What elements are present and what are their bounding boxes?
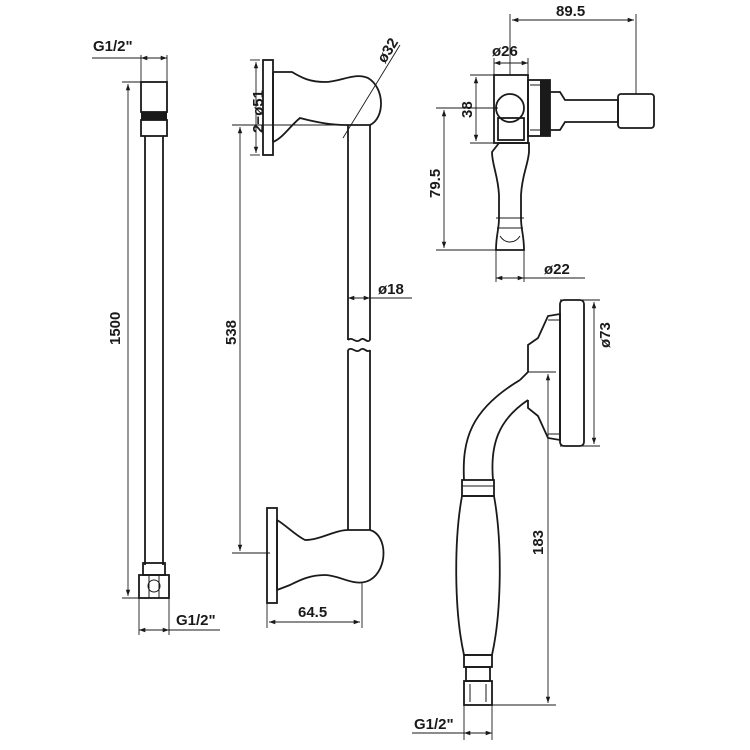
- handset-head-diameter-label: ø73: [597, 322, 614, 348]
- hose-thread-top-label: G1/2": [93, 38, 133, 55]
- handset-thread-label: G1/2": [414, 716, 454, 733]
- slider-holder-height-label: 79.5: [427, 169, 444, 198]
- rail-projection-label: 64.5: [298, 604, 327, 621]
- slider-holder-diameter-label: ø22: [544, 261, 570, 278]
- handset-handle-height-label: 183: [530, 530, 547, 555]
- hose-drawing: [92, 55, 220, 635]
- hose-thread-bottom-label: G1/2": [176, 612, 216, 629]
- hose-length-label: 1500: [107, 312, 124, 345]
- handset-drawing: [412, 299, 600, 740]
- rail-height-label: 538: [223, 320, 240, 345]
- riser-rail-drawing: [232, 44, 412, 628]
- rail-tube-diameter-label: ø18: [378, 281, 404, 298]
- slider-drawing: [436, 14, 655, 282]
- slider-body-height-label: 38: [459, 101, 476, 118]
- rail-bracket-holes-label: 2−ø51: [250, 90, 267, 133]
- slider-collar-diameter-label: ø26: [492, 43, 518, 60]
- rail-bracket-diameter-label: ø32: [374, 35, 402, 66]
- slider-lever-reach-label: 89.5: [556, 3, 585, 20]
